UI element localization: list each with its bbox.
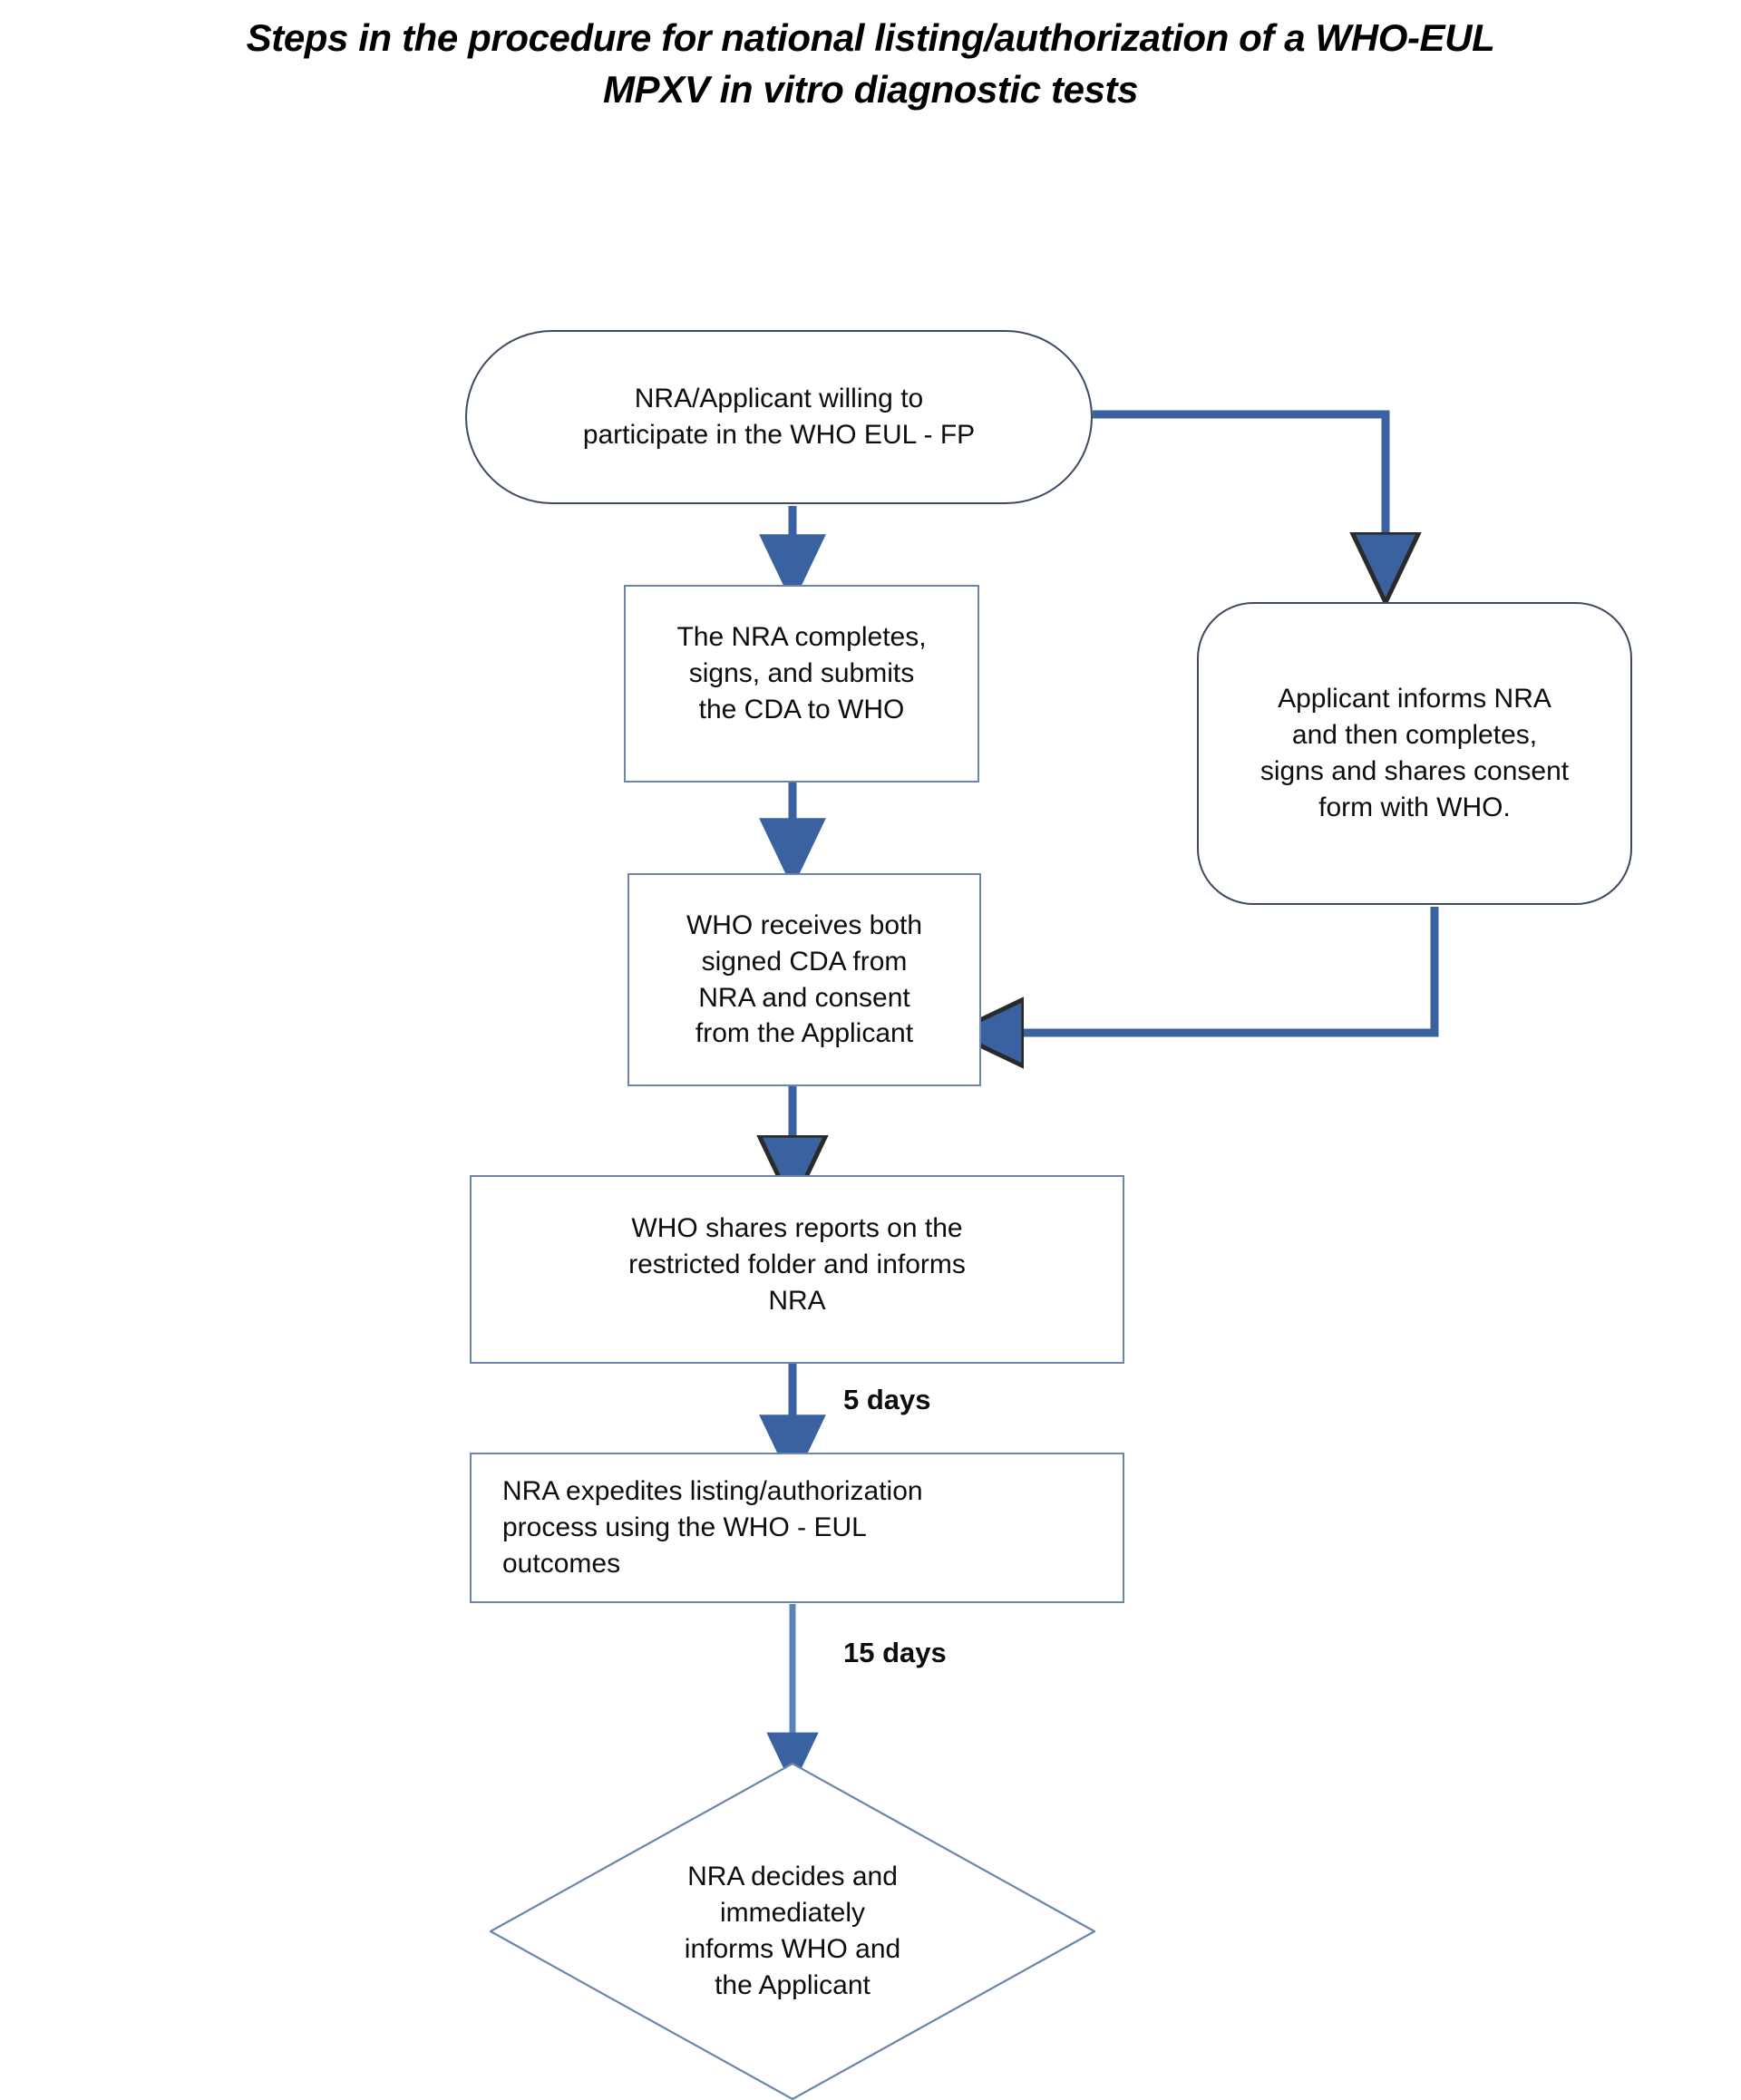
node-nra-decides-label: NRA decides and immediately informs WHO … — [684, 1862, 901, 2000]
node-start[interactable]: NRA/Applicant willing to participate in … — [465, 330, 1093, 504]
node-nra-cda[interactable]: The NRA completes, signs, and submits th… — [624, 585, 979, 783]
page-title: Steps in the procedure for national list… — [0, 13, 1741, 115]
page-title-line-1: Steps in the procedure for national list… — [246, 16, 1495, 59]
node-who-receives-label: WHO receives both signed CDA from NRA an… — [686, 909, 923, 1049]
connector-start-to-applicant-consent — [1093, 410, 1386, 567]
node-who-shares[interactable]: WHO shares reports on the restricted fol… — [470, 1175, 1124, 1364]
node-start-label: NRA/Applicant willing to participate in … — [582, 384, 976, 450]
node-applicant-consent-label: Applicant informs NRA and then completes… — [1260, 684, 1570, 822]
node-nra-decides[interactable]: NRA decides and immediately informs WHO … — [490, 1763, 1095, 2100]
node-nra-expedites-label: NRA expedites listing/authorization proc… — [502, 1476, 923, 1579]
connector-applicant-consent-to-who-receives — [989, 907, 1439, 1033]
page-title-line-2: MPXV in vitro diagnostic tests — [602, 67, 1139, 111]
node-who-receives[interactable]: WHO receives both signed CDA from NRA an… — [627, 873, 981, 1086]
node-nra-cda-label: The NRA completes, signs, and submits th… — [676, 622, 927, 724]
edge-label-15-days: 15 days — [843, 1637, 947, 1668]
node-applicant-consent[interactable]: Applicant informs NRA and then completes… — [1197, 602, 1632, 905]
node-nra-expedites[interactable]: NRA expedites listing/authorization proc… — [470, 1453, 1124, 1603]
node-who-shares-label: WHO shares reports on the restricted fol… — [628, 1213, 966, 1316]
edge-label-5-days: 5 days — [843, 1384, 931, 1415]
